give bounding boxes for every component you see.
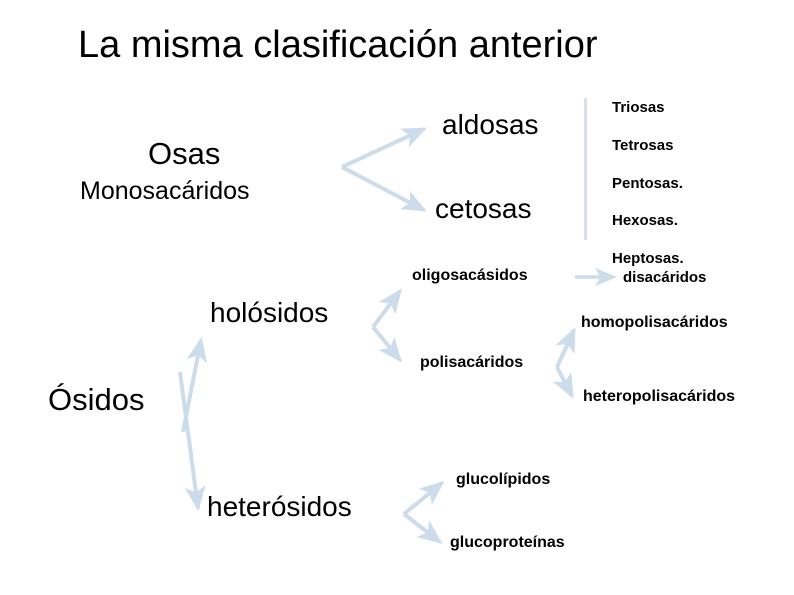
node-oligosacasidos: oligosacásidos	[412, 267, 528, 284]
node-aldosas: aldosas	[442, 109, 539, 140]
node-cetosas: cetosas	[435, 193, 532, 224]
carbon-count-list: Triosas Tetrosas Pentosas. Hexosas. Hept…	[612, 99, 684, 267]
arrow-heterosidos-to-glucoproteinas	[402, 512, 443, 544]
node-disacaridos: disacáridos	[623, 269, 707, 286]
node-glucolipidos: glucolípidos	[456, 471, 551, 488]
arrow-heterosidos-to-glucolipidos	[402, 480, 445, 516]
node-osas: Osas	[148, 136, 221, 171]
node-polisacaridos: polisacáridos	[420, 354, 524, 371]
page-title: La misma clasificación anterior	[78, 24, 598, 66]
node-heterosidos: heterósidos	[207, 491, 352, 522]
list-item: Pentosas.	[612, 174, 683, 192]
node-heteropolisacaridos: heteropolisacáridos	[583, 388, 736, 405]
arrow-polisacaridos-to-homopolisacaridos	[555, 327, 576, 368]
node-holosidos: holósidos	[210, 297, 329, 328]
list-item: Hexosas.	[612, 212, 678, 230]
list-item: Heptosas.	[612, 250, 684, 267]
arrow-holosidos-to-oligosacasidos	[371, 288, 402, 329]
arrow-osas-to-aldosas	[341, 127, 427, 169]
list-item: Triosas	[612, 99, 665, 116]
arrow-osas-to-cetosas	[341, 165, 427, 212]
node-glucoproteinas: glucoproteínas	[450, 534, 565, 551]
node-monosacaridos: Monosacáridos	[80, 177, 250, 205]
arrow-holosidos-to-polisacaridos	[371, 325, 403, 363]
node-homopolisacaridos: homopolisacáridos	[581, 314, 728, 331]
arrow-osidos-to-holosidos	[181, 336, 208, 433]
list-item: Tetrosas	[612, 136, 674, 154]
node-osidos: Ósidos	[48, 382, 145, 417]
arrow-osidos-to-heterosidos	[178, 371, 206, 512]
carbon-list-divider	[584, 98, 587, 240]
arrow-polisacaridos-to-heteropolisacaridos	[552, 366, 574, 399]
